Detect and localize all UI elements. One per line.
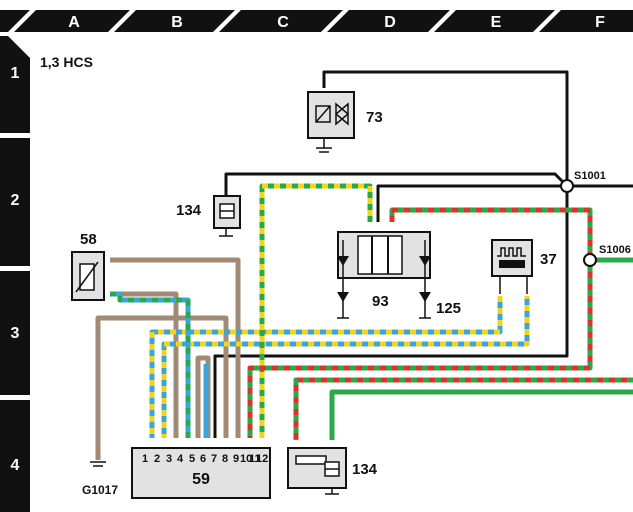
engine-variant-title: 1,3 HCS xyxy=(40,54,93,70)
component-93: 93 125 xyxy=(337,231,461,319)
row-header-bar: 1 2 3 4 xyxy=(0,36,30,512)
row-label-4: 4 xyxy=(11,457,20,474)
row-label-1: 1 xyxy=(11,65,20,82)
column-header-bar: A B C D E F xyxy=(0,10,633,32)
ground-g1017: G1017 xyxy=(82,461,118,497)
wire-green-red-pin10 xyxy=(247,260,593,438)
row-header-4 xyxy=(0,400,30,512)
column-header-b xyxy=(114,10,235,32)
label-134-bottom: 134 xyxy=(352,461,378,478)
label-73: 73 xyxy=(366,109,383,126)
column-label-f: F xyxy=(595,14,605,31)
label-58: 58 xyxy=(80,231,97,248)
column-header-f xyxy=(539,10,633,32)
pin-12: 12 xyxy=(256,453,268,465)
label-134-top: 134 xyxy=(176,202,202,219)
wire-brown-58-pin2 xyxy=(110,291,179,438)
label-125: 125 xyxy=(436,300,461,317)
wire-black-73-feed xyxy=(322,70,569,186)
wire-black-134-feed xyxy=(224,172,569,196)
row-label-3: 3 xyxy=(11,325,20,342)
pin-5: 5 xyxy=(189,453,195,465)
wire-red-green-134 xyxy=(293,377,633,440)
column-header-c xyxy=(219,10,343,32)
pin-1: 1 xyxy=(142,453,148,465)
splice-s1001: S1001 xyxy=(560,170,606,193)
component-134-bottom: 134 xyxy=(287,447,378,495)
row-label-2: 2 xyxy=(11,192,20,209)
pin-2: 2 xyxy=(154,453,160,465)
wire-green-134 xyxy=(329,389,633,440)
label-s1006: S1006 xyxy=(599,244,631,256)
pin-3: 3 xyxy=(166,453,172,465)
wire-green-yellow-93 xyxy=(259,183,373,438)
pin-9: 9 xyxy=(233,453,239,465)
label-59: 59 xyxy=(192,471,210,488)
pin-11: 11 xyxy=(249,453,261,465)
row-header-1 xyxy=(0,36,30,133)
pin-10: 10 xyxy=(240,453,252,465)
column-header-d xyxy=(327,10,450,32)
pin-4: 4 xyxy=(177,453,184,465)
column-label-e: E xyxy=(491,14,502,31)
wires xyxy=(95,70,633,460)
component-37: 37 xyxy=(491,239,557,294)
label-37: 37 xyxy=(540,251,557,268)
column-label-d: D xyxy=(384,14,396,31)
pin-8: 8 xyxy=(222,453,228,465)
row-header-3 xyxy=(0,271,30,395)
pin-6: 6 xyxy=(200,453,206,465)
label-s1001: S1001 xyxy=(574,170,606,182)
row-header-2 xyxy=(0,138,30,266)
wire-brown-58-pin9 xyxy=(110,257,241,438)
wire-brown-g1017 xyxy=(95,315,229,460)
column-header-a xyxy=(14,10,130,32)
column-header-e xyxy=(434,10,555,32)
column-label-b: B xyxy=(171,14,183,31)
column-label-c: C xyxy=(277,14,289,31)
component-134-top: 134 xyxy=(176,195,241,237)
component-58: 58 xyxy=(71,231,105,301)
wire-black-93-feed xyxy=(376,184,567,222)
column-label-a: A xyxy=(68,14,80,31)
label-g1017: G1017 xyxy=(82,483,118,497)
wire-black-s1001-pin8 xyxy=(213,186,569,438)
component-59: 59 1 2 3 4 5 6 7 8 9 10 11 12 xyxy=(131,447,271,499)
pin-7: 7 xyxy=(211,453,217,465)
component-73: 73 xyxy=(307,91,383,153)
label-93: 93 xyxy=(372,293,389,310)
splice-s1006: S1006 xyxy=(583,244,631,267)
